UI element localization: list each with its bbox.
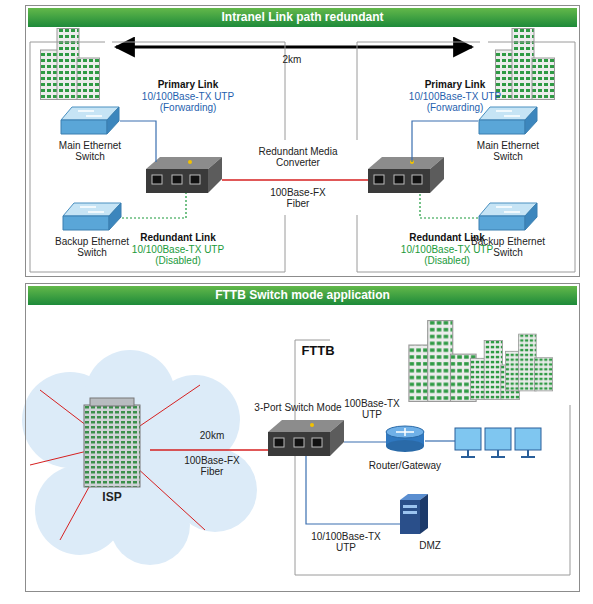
link-label: Primary Link [158,79,219,90]
fiber-line [150,449,268,450]
panel-heading: Intranel Link path redundant [28,8,577,27]
monitors [455,428,541,457]
isp-links [30,385,205,540]
device-label-box: Router/Gateway [360,460,450,473]
isp-building [84,398,140,487]
link-label: 3-Port Switch Mode [254,402,341,413]
site-frames [30,42,575,575]
link-label: FTTB [301,345,334,356]
application-panel: Intranel Link path redundantMain Etherne… [25,5,580,277]
device-name: Main Ethernet Switch [49,140,131,162]
device-label-box: ISP [92,492,132,505]
link-label: 10/100Base-TX UTP (Forwarding) [405,91,505,113]
link-label: Redundant Link [409,232,485,243]
utp-lines [306,441,455,524]
router [386,426,424,452]
device-name: Backup Ethernet Switch [51,236,133,258]
link-label: 2km [283,54,302,65]
ethernet-switches [61,107,537,230]
link-label: 10/100Base-TX UTP (Forwarding) [138,91,238,113]
device-label-box: Main Ethernet Switch [49,140,131,164]
link-label: Redundant Media Converter [248,146,348,168]
link-label: 100Base-FX Fiber [267,187,329,209]
buildings [41,29,555,402]
application-panel: FTTB Switch mode applicationISP Router/Ga… [25,283,580,592]
cloud [22,350,257,565]
link-label: 100Base-FX Fiber [181,455,243,477]
link-label: 10/100Base-TX UTP (Disabled) [397,244,497,266]
device-label-box: Backup Ethernet Switch [51,236,133,260]
device-name: ISP [92,492,132,503]
panel-heading: FTTB Switch mode application [28,286,577,305]
link-label: Redundant Link [140,232,216,243]
link-label: Primary Link [425,79,486,90]
distance-arrow [116,46,472,49]
device-label-box: DMZ [410,540,450,553]
links [120,121,478,218]
link-label: 100Base-TX UTP [341,398,403,420]
link-label: 10/100Base-TX UTP (Disabled) [128,244,228,266]
dmz-server [400,494,428,534]
device-name: DMZ [410,540,450,551]
link-label: 20km [200,430,224,441]
device-name: Router/Gateway [360,460,450,471]
device-label-box: Main Ethernet Switch [467,140,549,164]
link-label: 10/100Base-TX UTP [306,531,386,553]
device-name: Main Ethernet Switch [467,140,549,162]
